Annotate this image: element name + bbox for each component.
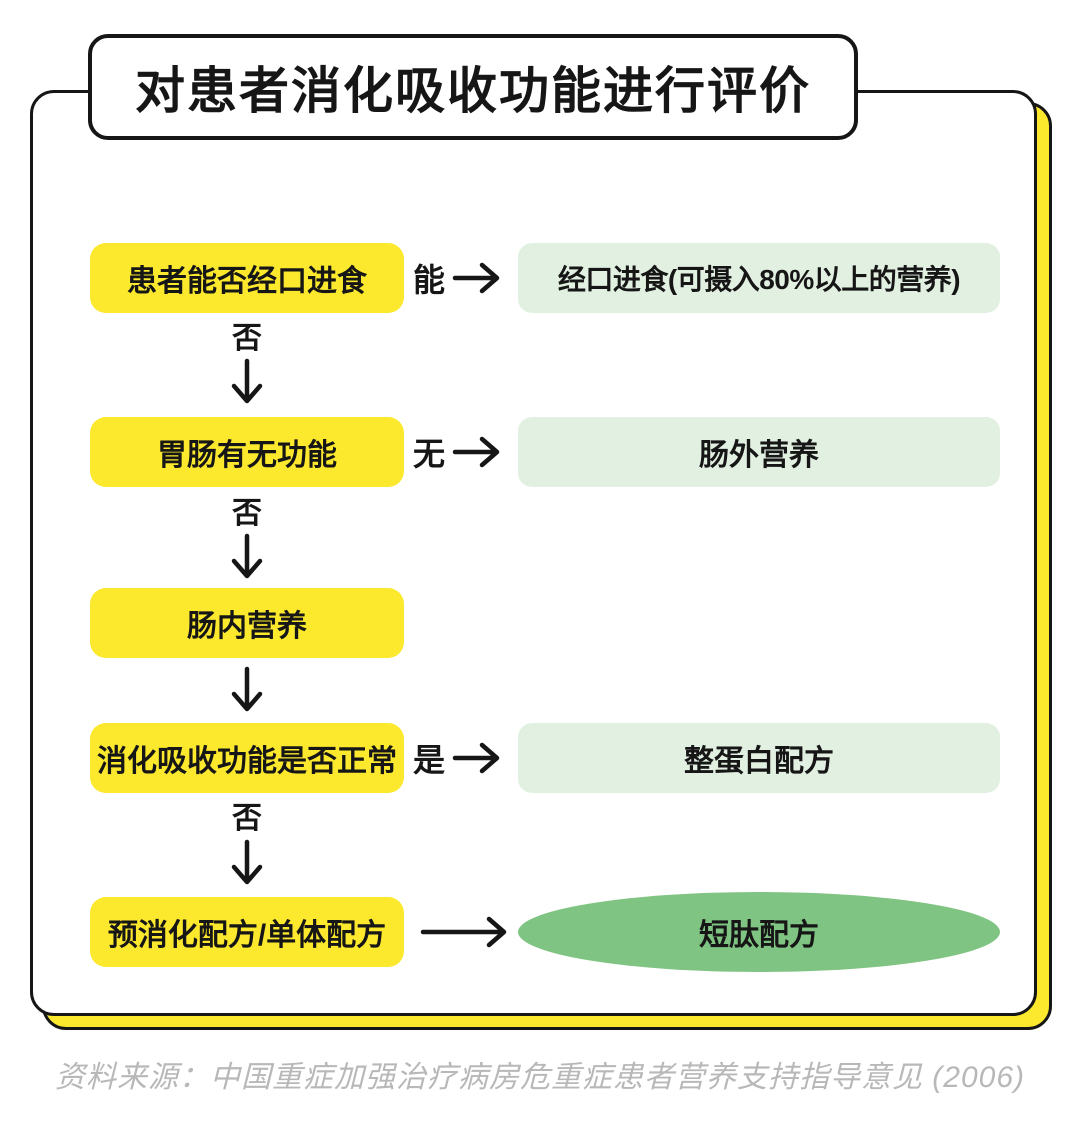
- flow-result-label: 短肽配方: [699, 919, 819, 952]
- flow-result-whole-protein-formula: 整蛋白配方: [518, 723, 1000, 793]
- branch-yes-oral: 能: [413, 243, 515, 313]
- flow-node-enteral-nutrition: 肠内营养: [90, 588, 404, 658]
- branch-label: 能: [413, 262, 446, 298]
- flow-question-label: 胃肠有无功能: [157, 439, 337, 472]
- flow-node-predigested-formula: 预消化配方/单体配方: [90, 897, 404, 967]
- down-arrow-icon: [231, 533, 263, 579]
- down-branch-label-no: 否: [232, 497, 262, 530]
- flow-result-parenteral-nutrition: 肠外营养: [518, 417, 1000, 487]
- down-arrow-icon: [231, 666, 263, 712]
- source-note: 资料来源：中国重症加强治疗病房危重症患者营养支持指导意见 (2006): [54, 1061, 1026, 1094]
- flow-result-label: 经口进食(可摄入80%以上的营养): [557, 264, 961, 295]
- down-arrow-icon: [231, 358, 263, 404]
- right-arrow-icon: [452, 262, 500, 294]
- right-arrow-icon: [452, 436, 500, 468]
- flow-result-label: 肠外营养: [699, 439, 819, 472]
- flow-question-label: 预消化配方/单体配方: [107, 919, 387, 952]
- branch-label: 是: [413, 742, 446, 778]
- flow-question-digestion-normal: 消化吸收功能是否正常: [90, 723, 404, 793]
- flow-result-label: 整蛋白配方: [684, 745, 834, 778]
- flow-question-label: 消化吸收功能是否正常: [97, 745, 397, 778]
- down-arrow-icon: [231, 839, 263, 885]
- down-branch-label-no: 否: [232, 322, 262, 355]
- title-box: 对患者消化吸收功能进行评价: [88, 34, 858, 140]
- branch-label: 无: [413, 436, 446, 472]
- right-arrow-icon: [452, 742, 500, 774]
- flow-question-oral-intake: 患者能否经口进食: [90, 243, 404, 313]
- flow-question-label: 肠内营养: [187, 610, 307, 643]
- flow-result-oral-feeding: 经口进食(可摄入80%以上的营养): [518, 243, 1000, 313]
- flow-question-gi-function: 胃肠有无功能: [90, 417, 404, 487]
- branch-yes-digestion: 是: [413, 723, 515, 793]
- flow-result-short-peptide-formula: 短肽配方: [518, 892, 1000, 972]
- flow-question-label: 患者能否经口进食: [127, 265, 367, 298]
- flowchart-card: [30, 90, 1037, 1016]
- right-arrow-icon: [420, 916, 507, 948]
- down-branch-label-no: 否: [232, 802, 262, 835]
- page-title: 对患者消化吸收功能进行评价: [135, 63, 811, 119]
- branch-no-gi-function: 无: [413, 417, 515, 487]
